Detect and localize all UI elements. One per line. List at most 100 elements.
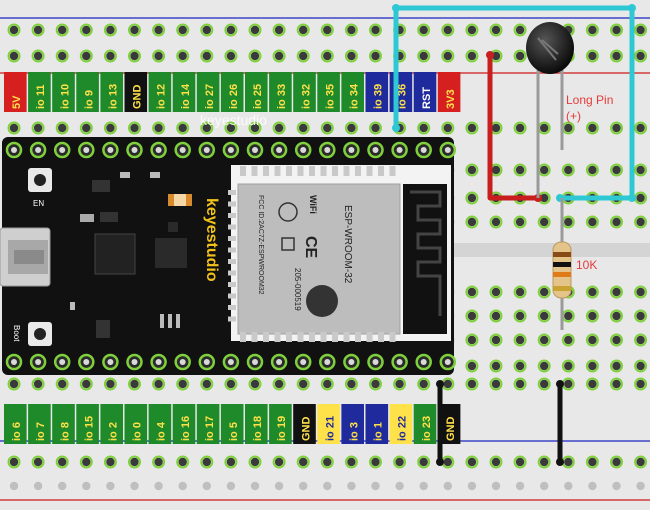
hole-ring bbox=[634, 163, 648, 177]
pin-label: io 19 bbox=[276, 416, 288, 441]
pin-label-box bbox=[413, 72, 437, 112]
hole-ring bbox=[176, 377, 190, 391]
breadboard-hole bbox=[82, 25, 91, 35]
pin-label: io 22 bbox=[397, 416, 409, 441]
breadboard-hole bbox=[491, 311, 501, 321]
hole-ring bbox=[585, 377, 599, 391]
breadboard-hole bbox=[9, 51, 19, 61]
hole-ring bbox=[272, 23, 286, 37]
breadboard-hole bbox=[419, 123, 428, 133]
breadboard-hole bbox=[226, 481, 236, 491]
module-pad bbox=[355, 166, 361, 176]
header-pin-hole bbox=[11, 147, 17, 153]
hole-ring bbox=[585, 163, 599, 177]
hole-ring bbox=[152, 377, 166, 391]
module-pad bbox=[274, 166, 281, 176]
hole-ring bbox=[441, 23, 455, 37]
pin-label: io 18 bbox=[252, 416, 264, 441]
breadboard-hole bbox=[250, 25, 260, 35]
hole-ring bbox=[513, 215, 527, 229]
hole-ring bbox=[465, 377, 479, 391]
pin-label-box bbox=[76, 72, 99, 112]
hole-ring bbox=[7, 49, 21, 63]
header-pin-hole bbox=[179, 147, 186, 153]
hole-ring bbox=[634, 49, 648, 63]
esp32-board: EN Boot Boot keyestudio ESP-WROOM bbox=[0, 137, 457, 375]
breadboard-hole bbox=[178, 123, 187, 133]
breadboard-hole bbox=[588, 165, 597, 175]
hole-ring bbox=[513, 359, 527, 373]
breadboard-hole bbox=[564, 457, 573, 467]
breadboard-hole bbox=[564, 217, 573, 227]
breadboard-hole bbox=[178, 25, 187, 35]
hole-ring bbox=[634, 23, 648, 37]
breadboard-hole bbox=[636, 335, 645, 345]
breadboard-hole bbox=[467, 361, 477, 371]
breadboard-hole bbox=[636, 311, 645, 321]
brand-faded-text: keyestudio bbox=[200, 112, 267, 128]
module-pad bbox=[228, 259, 236, 264]
breadboard-hole bbox=[612, 123, 621, 133]
breadboard-hole bbox=[443, 457, 452, 467]
breadboard-hole bbox=[612, 457, 621, 467]
breadboard-hole bbox=[33, 379, 43, 389]
hole-ring bbox=[585, 215, 599, 229]
breadboard-hole bbox=[467, 311, 477, 321]
header-pin-hole bbox=[420, 147, 427, 153]
breadboard-hole bbox=[371, 51, 380, 61]
breadboard-hole bbox=[588, 217, 597, 227]
breadboard-hole bbox=[588, 51, 597, 61]
breadboard-hole bbox=[467, 481, 477, 491]
hole-ring bbox=[610, 285, 623, 299]
breadboard-hole bbox=[299, 123, 308, 133]
breadboard-hole bbox=[491, 481, 501, 491]
pin-label-box bbox=[365, 72, 389, 112]
breadboard-hole bbox=[612, 335, 621, 345]
hole-ring bbox=[176, 49, 190, 63]
module-pad bbox=[378, 332, 384, 342]
module-pad bbox=[343, 166, 350, 176]
pin-label: io 1 bbox=[373, 422, 385, 441]
breadboard-hole bbox=[130, 379, 139, 389]
breadboard-hole bbox=[612, 165, 621, 175]
long-pin-plus-label: (+) bbox=[566, 109, 581, 123]
breadboard-hole bbox=[9, 457, 19, 467]
hole-ring bbox=[417, 377, 431, 391]
red-wire bbox=[487, 55, 538, 201]
hole-ring bbox=[248, 23, 262, 37]
hole-ring bbox=[344, 49, 358, 63]
breadboard-hole bbox=[274, 379, 284, 389]
hole-ring bbox=[7, 121, 21, 135]
breadboard-hole bbox=[419, 51, 428, 61]
module-pad bbox=[309, 332, 315, 342]
breadboard-hole bbox=[130, 481, 139, 491]
hole-ring bbox=[393, 377, 407, 391]
hole-ring bbox=[634, 455, 648, 469]
hole-ring bbox=[31, 121, 45, 135]
breadboard-hole bbox=[515, 25, 525, 35]
breadboard-hole bbox=[564, 379, 573, 389]
breadboard-hole bbox=[226, 25, 236, 35]
breadboard-hole bbox=[178, 457, 187, 467]
module-pad bbox=[228, 213, 236, 218]
header-pin-hole bbox=[348, 147, 355, 153]
hole-ring bbox=[128, 23, 141, 37]
breadboard-hole bbox=[636, 123, 645, 133]
header-pin-hole bbox=[203, 147, 210, 153]
module-pad bbox=[378, 166, 384, 176]
breadboard-hole bbox=[250, 379, 260, 389]
breadboard-hole bbox=[178, 379, 187, 389]
header-pin-hole bbox=[83, 147, 90, 153]
hole-ring bbox=[441, 121, 455, 135]
resistor-label: 10K bbox=[576, 258, 597, 272]
breadboard-hole bbox=[226, 51, 236, 61]
pin-label: io 7 bbox=[35, 422, 47, 441]
breadboard-hole bbox=[540, 193, 549, 203]
module-pad bbox=[366, 332, 373, 342]
module-pad bbox=[297, 166, 304, 176]
breadboard-hole bbox=[636, 217, 645, 227]
header-pin-hole bbox=[444, 147, 451, 153]
breadboard-hole bbox=[515, 51, 525, 61]
header-pin-hole bbox=[227, 359, 234, 365]
